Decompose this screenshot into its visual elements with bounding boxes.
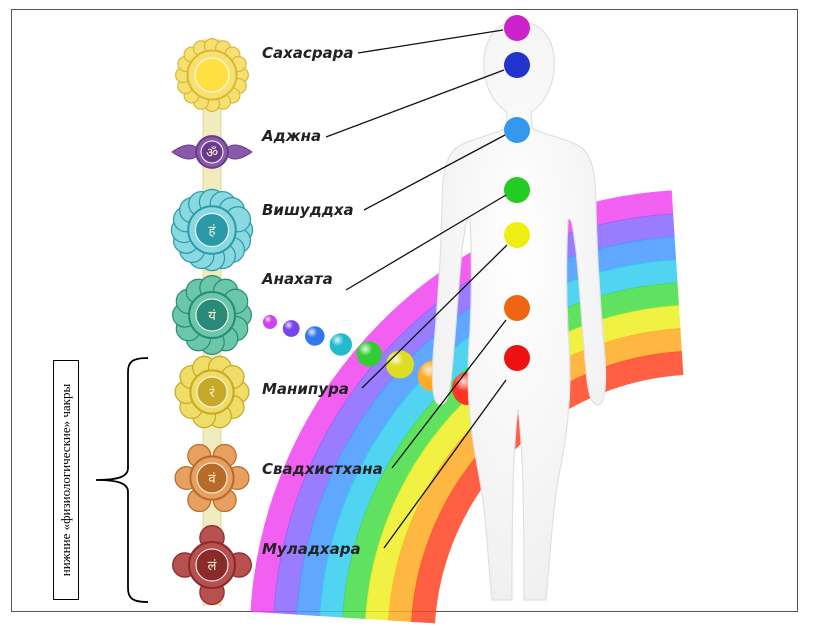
chakra-symbol-icon: वं: [174, 443, 250, 513]
chakra-symbol-icon: यं: [172, 275, 252, 355]
chakra-glyph: ॐ: [206, 146, 218, 161]
leader-line: [357, 29, 504, 54]
lower-chakras-bracket: [95, 357, 149, 603]
leader-lines: [325, 29, 508, 549]
label-vishuddha: Вишуддха: [262, 201, 354, 219]
label-ajna: Аджна: [262, 127, 322, 145]
label-sahasrara: Сахасрара: [262, 44, 354, 62]
label-anahata: Анахата: [262, 270, 333, 288]
lower-chakras-caption: нижние «физиологические» чакры: [58, 383, 73, 577]
leader-line: [361, 244, 508, 389]
label-svadhisthana: Свадхистхана: [262, 460, 383, 478]
chakra-dot: [504, 15, 530, 41]
chakra-glyph: वं: [208, 472, 216, 487]
lower-chakras-caption-box: нижние «физиологические» чакры: [53, 360, 79, 600]
leader-line: [325, 69, 505, 138]
label-muladhara: Муладхара: [262, 540, 361, 558]
chakra-glyph: रं: [209, 386, 215, 401]
chakra-dot: [504, 177, 530, 203]
chakra-symbol-icon: [175, 38, 249, 112]
chakra-dots: [504, 15, 530, 371]
chakra-symbol-icon: ॐ: [171, 135, 253, 169]
leader-line: [391, 319, 507, 469]
chakra-glyph: यं: [208, 309, 216, 324]
chakra-glyph: लं: [208, 559, 217, 574]
chakra-symbol-icon: रं: [174, 355, 250, 429]
leader-line: [383, 379, 507, 549]
chakra-symbol-icon: लं: [172, 525, 252, 605]
chakra-dot: [504, 222, 530, 248]
chakra-dot: [504, 52, 530, 78]
label-manipura: Манипура: [262, 380, 349, 398]
chakra-symbol-icon: हं: [170, 188, 254, 272]
leader-line: [363, 134, 506, 211]
chakra-glyph: हं: [209, 224, 217, 239]
leader-line: [345, 194, 507, 291]
chakra-dot: [504, 345, 530, 371]
chakra-column: ॐ हं यं रं वं लं: [170, 38, 254, 606]
chakra-dot: [504, 117, 530, 143]
chakra-dot: [504, 295, 530, 321]
